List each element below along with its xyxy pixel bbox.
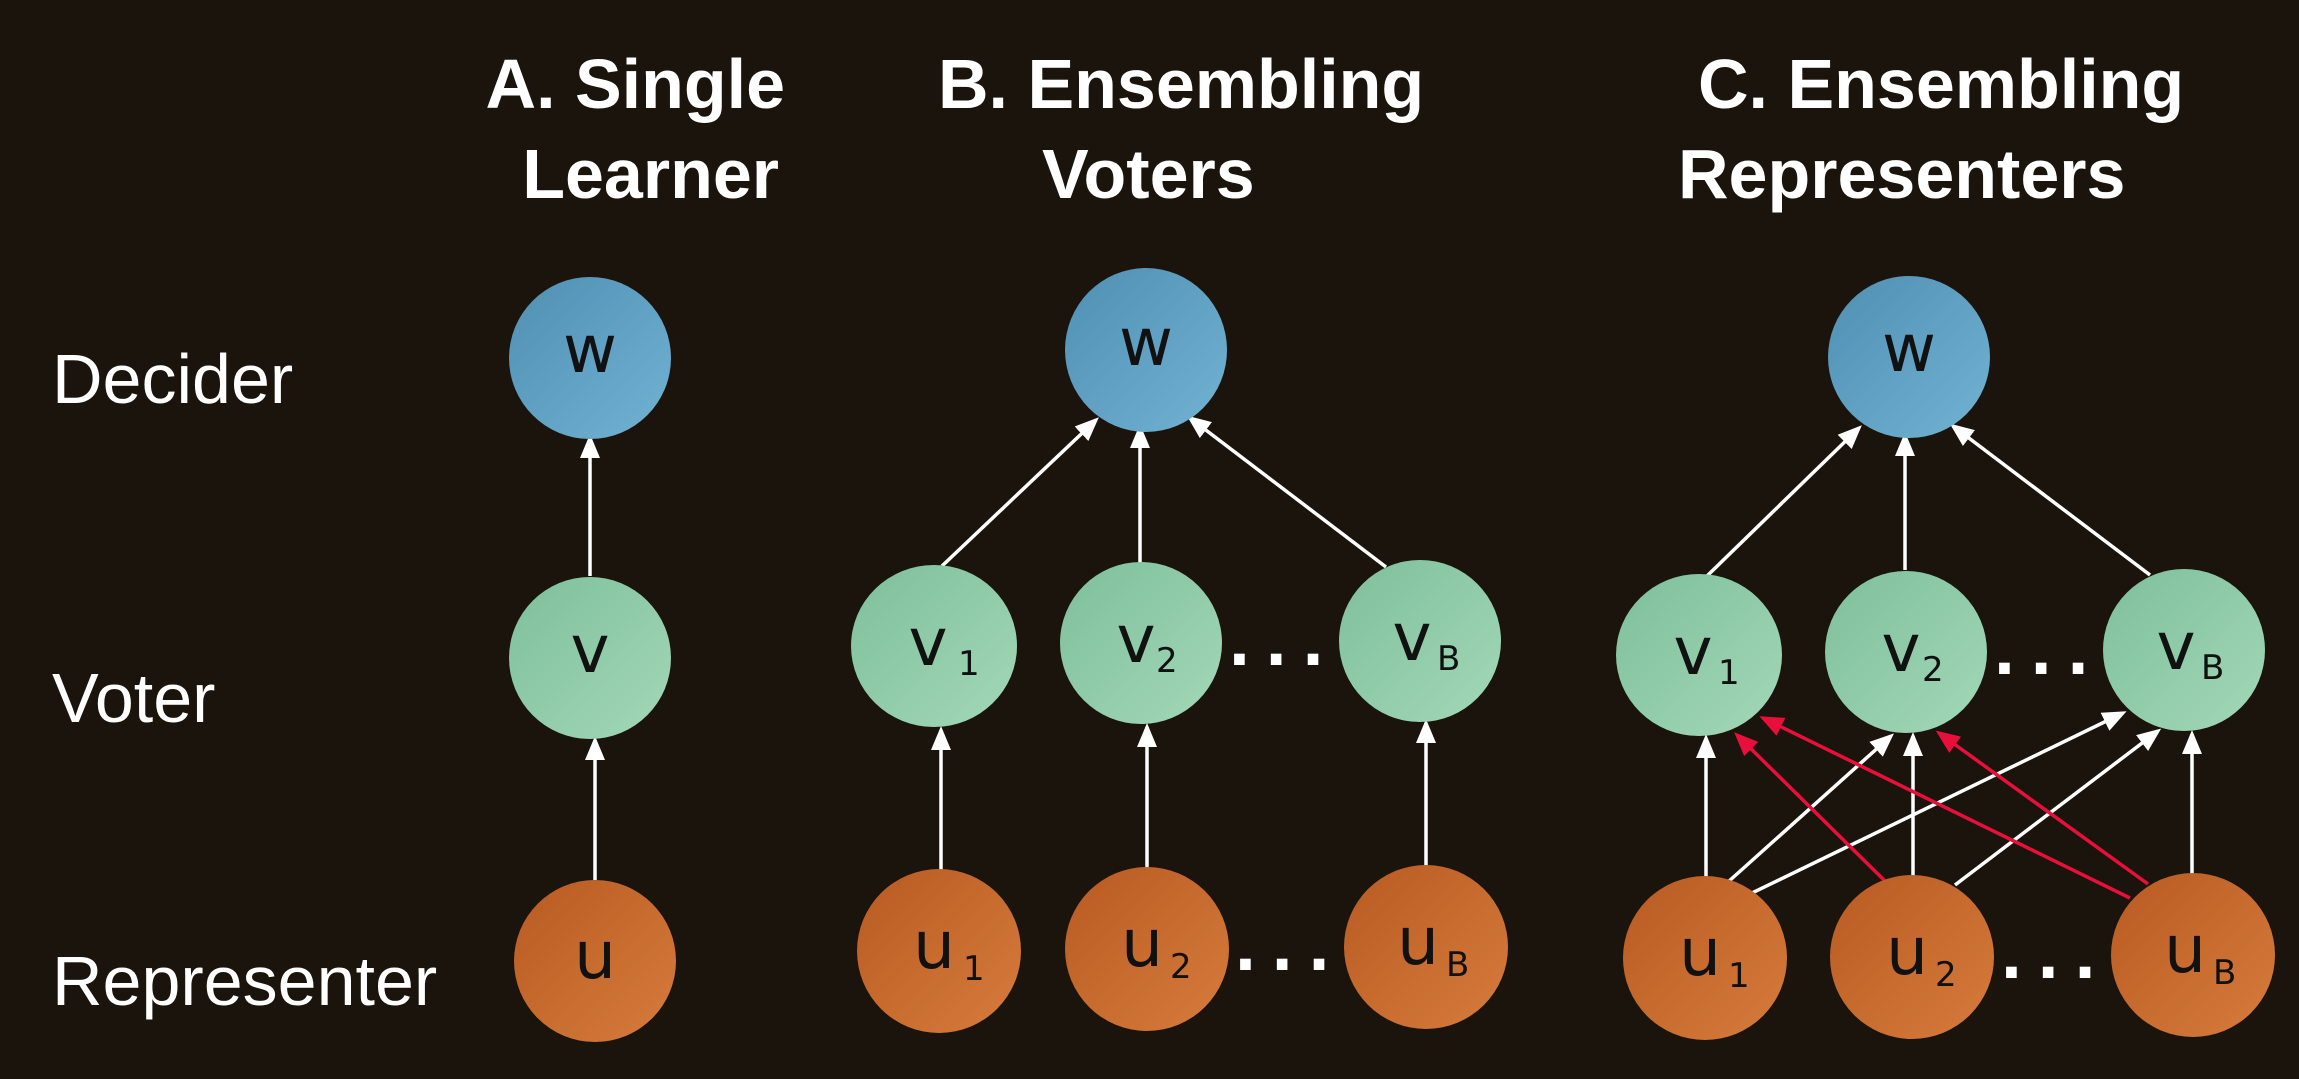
row-label-representer: Representer	[52, 942, 437, 1020]
title-ensembling-representers: C. Ensembling Representers	[1678, 45, 2184, 213]
decider-symbol: w	[563, 311, 617, 388]
panel-c-arrows	[1696, 423, 2202, 900]
representer-node-a: u	[514, 880, 676, 1042]
arrow-c-uB-to-v2-red	[1935, 730, 2150, 886]
title-single-learner: A. Single Learner	[486, 45, 785, 213]
voter-node-cB: v B	[2103, 569, 2265, 731]
voter-subscript-1: 1	[958, 644, 980, 684]
row-label-decider: Decider	[52, 340, 293, 418]
representer-node-b2: u 2	[1065, 867, 1229, 1031]
decider-symbol: w	[1882, 310, 1936, 387]
title-c-line1: C. Ensembling	[1698, 45, 2184, 123]
ellipsis-representers-b: ...	[1234, 915, 1344, 985]
arrow-c-u2-to-vB	[1953, 728, 2162, 887]
title-b-line1: B. Ensembling	[938, 45, 1424, 123]
representer-symbol: u	[1397, 903, 1439, 980]
representer-node-c2: u 2	[1830, 875, 1994, 1039]
arrow-vB-to-w	[1186, 415, 1388, 569]
ellipsis-representers-c: ...	[2000, 923, 2110, 993]
voter-node-b2: v 2	[1060, 562, 1222, 724]
arrow-c-u1-to-v2	[1726, 733, 1894, 884]
decider-symbol: w	[1119, 304, 1173, 381]
voter-node-a: v	[509, 577, 671, 739]
title-ensembling-voters: B. Ensembling Voters	[938, 45, 1424, 213]
representer-symbol: u	[1886, 913, 1928, 990]
representer-subscript-B: B	[1446, 945, 1469, 985]
panel-a-arrows	[580, 434, 605, 880]
representer-subscript-1: 1	[1728, 956, 1750, 996]
voter-node-c1: v 1	[1616, 574, 1782, 736]
representer-symbol: u	[1121, 905, 1163, 982]
decider-node-a: w	[509, 277, 671, 439]
row-label-voter: Voter	[52, 659, 215, 737]
voter-subscript-2: 2	[1922, 650, 1944, 690]
voter-symbol: v	[908, 604, 947, 681]
representer-symbol: u	[574, 917, 616, 994]
panel-b-nodes: w v 1 v 2 ... v B u 1 u 2 ...	[851, 268, 1508, 1033]
voter-symbol: v	[1392, 599, 1431, 676]
representer-subscript-2: 2	[1935, 955, 1957, 995]
voter-symbol: v	[2156, 608, 2195, 685]
voter-node-b1: v 1	[851, 565, 1017, 727]
representer-symbol: u	[2164, 911, 2206, 988]
panel-c-nodes: w v 1 v 2 ... v B u 1 u 2 ...	[1616, 276, 2275, 1040]
title-a-line1: A. Single	[486, 45, 785, 123]
voter-symbol: v	[1673, 613, 1712, 690]
representer-node-cB: u B	[2111, 873, 2275, 1037]
representer-node-bB: u B	[1344, 865, 1508, 1029]
title-a-line2: Learner	[522, 135, 779, 213]
arrow-c-vB-to-w	[1949, 423, 2152, 577]
voter-subscript-1: 1	[1718, 653, 1740, 693]
representer-symbol: u	[913, 907, 955, 984]
ellipsis-voters-b: ...	[1228, 610, 1338, 680]
arrow-c-v1-to-w	[1705, 425, 1862, 578]
ellipsis-voters-c: ...	[1993, 619, 2103, 689]
voter-symbol: v	[1116, 601, 1155, 678]
voter-node-c2: v 2	[1825, 571, 1987, 733]
voter-node-bB: v B	[1339, 560, 1501, 722]
arrow-c-uB-to-v1-red	[1759, 716, 2131, 900]
voter-symbol: v	[570, 611, 609, 688]
voter-subscript-2: 2	[1156, 641, 1178, 681]
representer-subscript-B: B	[2213, 953, 2236, 993]
arrow-v1-to-w	[940, 417, 1099, 568]
representer-symbol: u	[1679, 914, 1721, 991]
panel-b-arrows	[931, 415, 1436, 870]
representer-node-c1: u 1	[1623, 876, 1787, 1040]
title-c-line2: Representers	[1678, 135, 2125, 213]
representer-subscript-2: 2	[1170, 947, 1192, 987]
voter-subscript-B: B	[2201, 648, 2224, 688]
representer-subscript-1: 1	[963, 949, 985, 989]
voter-subscript-B: B	[1437, 639, 1460, 679]
voter-symbol: v	[1881, 610, 1920, 687]
title-b-line2: Voters	[1042, 135, 1255, 213]
decider-node-c: w	[1828, 276, 1990, 438]
representer-node-b1: u 1	[857, 869, 1021, 1033]
arrow-c-u2-to-v1-red	[1734, 732, 1888, 884]
panel-a-nodes: w v u	[509, 277, 676, 1042]
decider-node-b: w	[1065, 268, 1227, 432]
